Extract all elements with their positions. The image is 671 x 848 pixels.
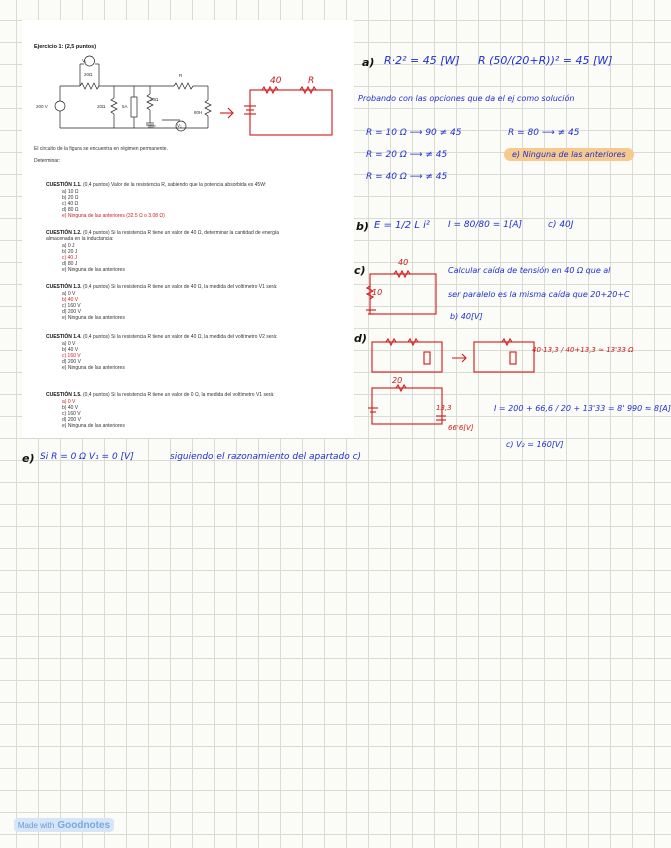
note-c-40: 40 — [398, 258, 409, 267]
q-option: d) 200 V — [62, 359, 81, 365]
q-option: e) Ninguna de las anteriores — [62, 267, 125, 273]
sketch-label-40: 40 — [270, 76, 282, 86]
q-title: CUESTIÓN 1.1. — [46, 182, 82, 188]
exam-paper: Ejercicio 1: (2,5 puntos) — [22, 20, 354, 438]
label-r: R — [179, 73, 183, 78]
note-d-20: 20 — [392, 376, 403, 385]
note-b-answer: c) 40J — [548, 220, 574, 230]
note-answer-a: e) Ninguna de las anteriores — [504, 148, 634, 161]
q-option: b) 20 Ω — [62, 195, 79, 201]
exercise-heading: Ejercicio 1: (2,5 puntos) — [34, 44, 97, 50]
label-v1: V₁ — [82, 58, 87, 63]
label-5a: 5A — [122, 104, 128, 109]
q-option: c) 160 V — [62, 303, 81, 309]
q-option: b) 40 V — [62, 405, 79, 411]
q-title: CUESTIÓN 1.3. — [46, 284, 82, 290]
note-b-eq2: I = 80/80 = 1[A] — [448, 220, 523, 230]
note-trial-2: R = 20 Ω ⟶ ≠ 45 — [366, 150, 448, 160]
q-option: e) Ninguna de las anteriores — [62, 365, 125, 371]
q-option: c) 40 Ω — [62, 201, 79, 207]
note-e-text: Si R = 0 Ω V₁ = 0 [V] — [40, 452, 134, 462]
note-d-answer: c) V₂ = 160[V] — [506, 440, 564, 449]
q-title: CUESTIÓN 1.2. — [46, 230, 82, 236]
q-option: a) 0 V — [62, 291, 76, 297]
note-c-label: c) — [354, 264, 366, 277]
label-r20b: 20Ω — [97, 104, 106, 109]
note-trial-3: R = 40 Ω ⟶ ≠ 45 — [366, 172, 448, 182]
circuit-diagram — [54, 55, 333, 136]
label-ind: 80H — [194, 110, 203, 115]
q-text: (0,4 puntos) Si la resistencia R tiene u… — [82, 392, 275, 398]
note-d-side2: 66'6[V] — [448, 424, 474, 432]
q-option: b) 40 V — [62, 347, 79, 353]
note-trial-1: R = 10 Ω ⟶ 90 ≠ 45 — [366, 128, 462, 138]
note-trial-1b: R = 80 ⟶ ≠ 45 — [508, 128, 580, 138]
note-d-eq: I = 200 + 66,6 / 20 + 13'33 = 8' 990 ≈ 8… — [494, 404, 671, 413]
sketch-label-r: R — [308, 76, 315, 86]
q-option: d) 200 V — [62, 417, 81, 423]
app-name: Goodnotes — [57, 819, 111, 831]
label-source: 200 V — [36, 104, 48, 109]
q-title: CUESTIÓN 1.5. — [46, 392, 82, 398]
note-e-text2: siguiendo el razonamiento del apartado c… — [170, 452, 362, 462]
q-text: (0,4 puntos) Si la resistencia R tiene u… — [82, 284, 278, 290]
note-c-circuit-sketch — [365, 269, 437, 315]
note-c-text2: ser paralelo es la misma caída que 20+20… — [448, 290, 630, 299]
note-b-eq: E = 1/2 L i² — [374, 220, 430, 231]
q-option-correct: c) 40 J — [62, 255, 78, 261]
q-option: b) 20 J — [62, 249, 78, 255]
note-d-res: 40·13,3 / 40+13,3 ≈ 13'33 Ω — [532, 346, 634, 354]
label-r20a: 20Ω — [84, 72, 93, 77]
note-a-label: a) — [362, 56, 375, 69]
intro-text: El circuito de la figura se encuentra en… — [34, 146, 168, 152]
q-option: a) 0 V — [62, 341, 76, 347]
q-option: d) 80 Ω — [62, 207, 79, 213]
note-d-side1: 13,3 — [436, 404, 452, 412]
q-option-correct: c) 160 V — [62, 353, 81, 359]
q-option: c) 160 V — [62, 411, 81, 417]
goodnotes-badge: Made with Goodnotes — [14, 818, 114, 832]
label-r20c: 20Ω — [150, 97, 159, 102]
note-probando: Probando con las opciones que da el ej c… — [358, 94, 575, 103]
q-option: d) 80 J — [62, 261, 78, 267]
note-c-text1: Calcular caída de tensión en 40 Ω que al — [448, 266, 611, 275]
note-d-label: d) — [354, 332, 367, 345]
q-option: a) 10 Ω — [62, 189, 79, 195]
note-d-circuit-sketches — [368, 337, 535, 425]
q-option-correct: b) 40 V — [62, 297, 79, 303]
q-option: e) Ninguna de las anteriores — [62, 423, 125, 429]
label-v2: V₂ — [177, 123, 182, 128]
note-a-eq2: R (50/(20+R))² = 45 [W] — [478, 54, 613, 67]
q-text-cont: almacenada en la inductancia: — [46, 236, 114, 242]
note-b-label: b) — [356, 220, 369, 233]
q-option: a) 0 J — [62, 243, 75, 249]
q-text: (0,4 puntos) Valor de la resistencia R, … — [82, 182, 267, 188]
made-with-text: Made with — [17, 820, 55, 830]
q-title: CUESTIÓN 1.4. — [46, 334, 82, 340]
note-e-label: e) — [22, 452, 35, 465]
q-option: d) 200 V — [62, 309, 81, 315]
q-option: e) Ninguna de las anteriores — [62, 315, 125, 321]
note-c-10: 10 — [372, 288, 383, 297]
note-a-eq1: R·2² = 45 [W] — [384, 54, 460, 67]
q-option-correct: e) Ninguna de las anteriores (32.5 Ω o 3… — [62, 213, 165, 219]
label-cap: 1mF — [147, 124, 156, 129]
q-text: (0,4 puntos) Si la resistencia R tiene u… — [82, 230, 280, 236]
note-c-answer: b) 40[V] — [450, 312, 483, 321]
q-option-correct: a) 0 V — [62, 399, 76, 405]
instruction-text: Determinar: — [34, 158, 61, 164]
q-text: (0,4 puntos) Si la resistencia R tiene u… — [82, 334, 278, 340]
